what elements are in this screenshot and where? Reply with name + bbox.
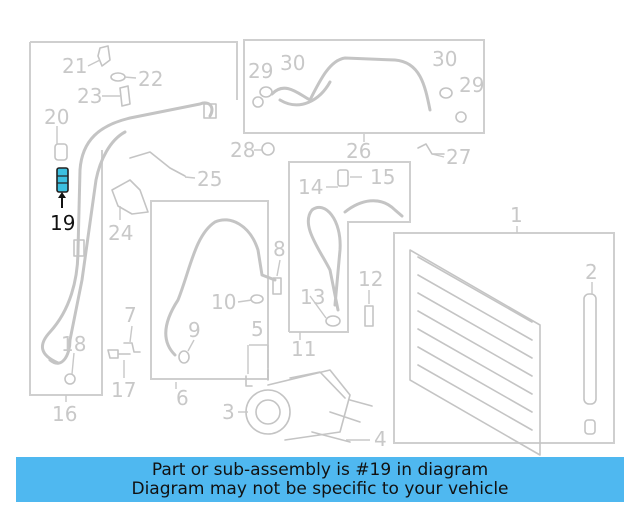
o-ring-30-right [439, 87, 453, 99]
bolt-4b [329, 411, 361, 423]
callout-12: 12 [358, 267, 383, 291]
bracket-24 [111, 179, 149, 215]
hose-16-upper [41, 101, 214, 365]
sensor-15 [337, 169, 349, 187]
callout-21: 21 [62, 54, 87, 78]
line-25 [129, 151, 186, 177]
bolt-7 [123, 342, 141, 353]
hose-11-b [343, 199, 404, 218]
callout-24: 24 [108, 221, 133, 245]
bolt-5a [245, 375, 253, 387]
hose-26 [270, 56, 432, 112]
callout-15: 15 [370, 165, 395, 189]
valve-core-19 [56, 167, 69, 208]
bolt-17 [107, 349, 131, 359]
callout-30-right: 30 [432, 47, 457, 71]
callout-7: 7 [124, 303, 137, 327]
cap-20 [54, 143, 68, 161]
callout-8: 8 [273, 237, 286, 261]
hose-6 [164, 218, 277, 357]
compressor-3 [245, 369, 351, 441]
group-box-11 [288, 161, 411, 333]
callout-28: 28 [230, 138, 255, 162]
hose-16-lower [48, 130, 127, 365]
group-box-1 [393, 232, 615, 444]
caption-line-1: Part or sub-assembly is #19 in diagram [151, 459, 489, 480]
condenser-1 [409, 249, 541, 456]
callout-17: 17 [111, 378, 136, 402]
drier-2 [583, 293, 597, 405]
hose-26-b [278, 80, 332, 107]
callout-25: 25 [197, 167, 222, 191]
hose-11 [306, 206, 342, 312]
caption-line-2: Diagram may not be specific to your vehi… [131, 478, 509, 499]
o-ring-22 [110, 72, 126, 82]
group-box-6 [150, 200, 269, 380]
callout-13: 13 [300, 285, 325, 309]
callout-2: 2 [585, 260, 598, 284]
callout-22: 22 [138, 67, 163, 91]
o-ring-13 [325, 315, 341, 327]
callout-30-left: 30 [280, 51, 305, 75]
hose-fitting-2 [73, 239, 85, 257]
bolt-12 [364, 305, 374, 327]
callout-10: 10 [211, 290, 236, 314]
callout-9: 9 [188, 318, 201, 342]
callout-29-right: 29 [459, 73, 484, 97]
hose-fitting [203, 103, 217, 119]
callout-14: 14 [298, 175, 323, 199]
nut-28 [261, 142, 275, 156]
bolt-4c [349, 399, 373, 407]
callout-6: 6 [176, 386, 189, 410]
callout-3: 3 [222, 400, 235, 424]
o-ring-29-right [455, 111, 467, 123]
o-ring-30-left [259, 86, 273, 98]
o-ring-29-left [252, 96, 264, 108]
callout-16: 16 [52, 402, 77, 426]
callout-11: 11 [291, 337, 316, 361]
o-ring-10 [250, 294, 264, 304]
callout-20: 20 [44, 105, 69, 129]
bolt-27 [417, 143, 445, 155]
callout-4: 4 [374, 427, 387, 451]
drier-cap [584, 419, 596, 435]
valve-23 [119, 85, 131, 107]
o-ring-9 [178, 350, 190, 364]
callout-1: 1 [510, 203, 523, 227]
callout-19: 19 [50, 211, 75, 235]
bolt-8 [272, 277, 282, 295]
group-box-26 [243, 39, 485, 134]
group-box-16 [30, 41, 238, 100]
caption-banner: Part or sub-assembly is #19 in diagram D… [16, 457, 624, 502]
bolt-4a [311, 431, 351, 443]
callout-26: 26 [346, 139, 371, 163]
o-ring-18 [64, 373, 76, 385]
callout-27: 27 [446, 145, 471, 169]
pressure-sensor-21 [97, 45, 111, 67]
callout-5: 5 [251, 317, 264, 341]
callout-18: 18 [61, 332, 86, 356]
callout-23: 23 [77, 84, 102, 108]
callout-29-left: 29 [248, 59, 273, 83]
